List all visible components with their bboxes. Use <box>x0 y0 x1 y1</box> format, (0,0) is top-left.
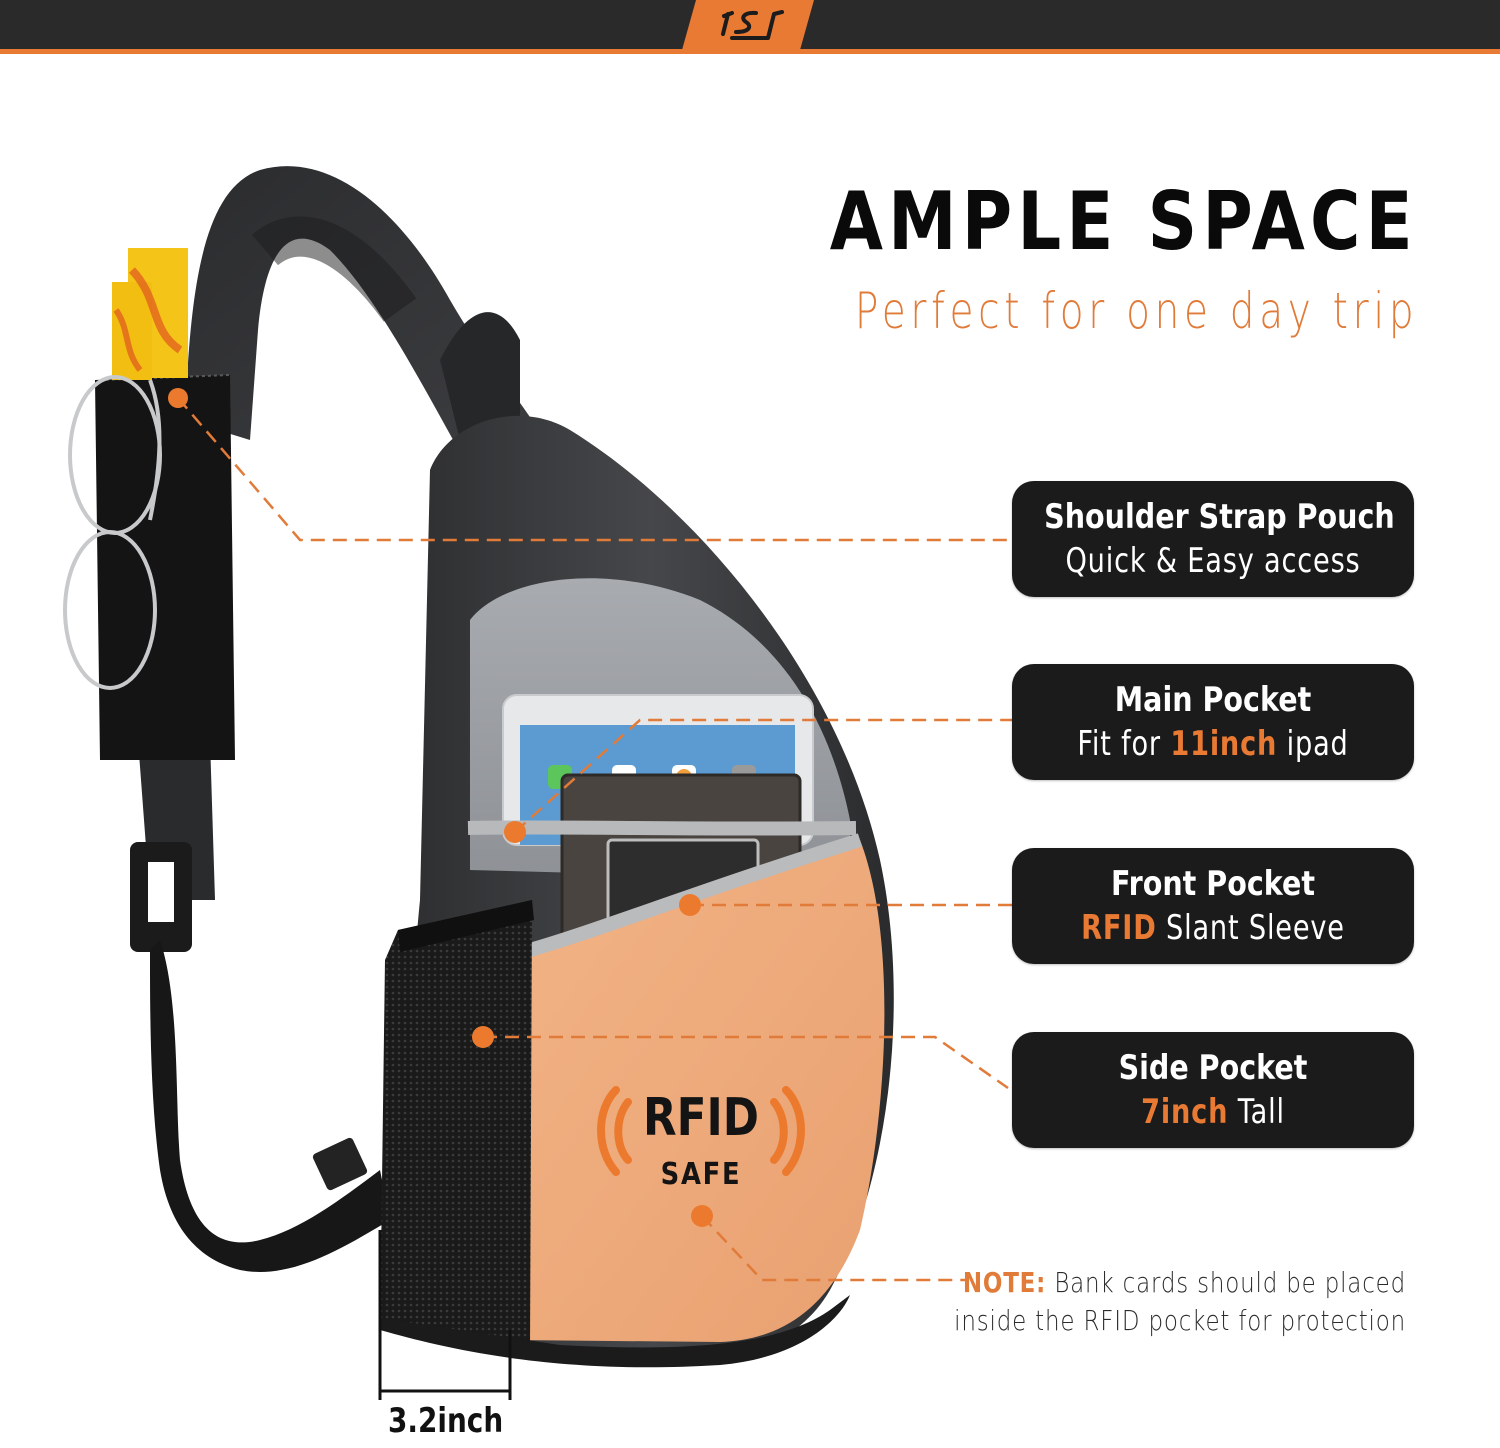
callout-subtitle-text: Tall <box>1228 1092 1285 1132</box>
callout-card-main-pocket: Main Pocket Fit for 11inch ipad <box>1012 664 1414 780</box>
leader-strap-pouch <box>177 397 1012 542</box>
callout-dot-note <box>691 1205 713 1227</box>
callout-title: Main Pocket <box>1114 680 1312 720</box>
callout-card-shoulder-strap-pouch: Shoulder Strap Pouch Quick & Easy access <box>1012 481 1414 597</box>
note-label: NOTE: <box>962 1266 1047 1299</box>
callout-subtitle: Quick & Easy access <box>1052 539 1374 583</box>
callout-subtitle: RFID Slant Sleeve <box>1052 906 1374 950</box>
callout-dot-side-pocket <box>472 1026 494 1048</box>
rfid-label: RFID <box>643 1088 759 1148</box>
callout-dot-main-pocket <box>504 821 526 843</box>
rfid-safe-badge: RFID SAFE <box>596 1086 806 1196</box>
callout-subtitle-accent: 11inch <box>1170 724 1278 764</box>
bag-body <box>380 415 894 1368</box>
side-mesh-pocket <box>380 900 532 1350</box>
glasses <box>63 375 162 690</box>
callout-subtitle-accent: RFID <box>1081 908 1157 948</box>
front-rfid-pocket <box>512 840 885 1342</box>
rfid-sublabel: SAFE <box>660 1157 742 1192</box>
callout-subtitle-accent: 7inch <box>1141 1092 1229 1132</box>
leader-main-pocket <box>514 718 1012 833</box>
callout-dots <box>168 388 713 1227</box>
callout-title: Shoulder Strap Pouch <box>1044 497 1395 537</box>
callout-card-side-pocket: Side Pocket 7inch Tall <box>1012 1032 1414 1148</box>
callout-dot-strap-pouch <box>168 388 188 408</box>
brand-logo-icon <box>682 0 814 50</box>
callout-title: Side Pocket <box>1118 1048 1308 1088</box>
page-title: AMPLE SPACE <box>829 175 1418 268</box>
callout-subtitle-text: ipad <box>1277 724 1349 764</box>
callout-dot-front-pocket <box>679 894 701 916</box>
dimension-bracket <box>378 1230 512 1400</box>
leader-side-pocket <box>483 1035 1009 1090</box>
note-text: Bank cards should be placed <box>1046 1266 1406 1299</box>
leader-lines <box>177 397 1012 1282</box>
rfid-signal-icon <box>597 1086 805 1176</box>
leader-note <box>701 1215 968 1282</box>
callout-subtitle: Fit for 11inch ipad <box>1052 722 1374 766</box>
strap-pouch <box>63 248 235 760</box>
callout-card-front-pocket: Front Pocket RFID Slant Sleeve <box>1012 848 1414 964</box>
callout-subtitle-text: Slant Sleeve <box>1156 908 1345 948</box>
callout-title: Front Pocket <box>1110 864 1316 904</box>
lower-strap <box>130 740 390 1272</box>
dimension-label: 3.2inch <box>388 1401 504 1441</box>
note-line-1: NOTE: Bank cards should be placed <box>954 1264 1406 1302</box>
rfid-note: NOTE: Bank cards should be placed inside… <box>855 1264 1406 1340</box>
header-accent-stripe <box>0 49 1500 54</box>
brand-logo <box>682 0 814 50</box>
note-line-2: inside the RFID pocket for protection <box>954 1304 1406 1337</box>
callout-subtitle: 7inch Tall <box>1052 1090 1374 1134</box>
snack-bar <box>112 282 152 380</box>
page-subtitle: Perfect for one day trip <box>854 282 1418 340</box>
callout-subtitle-text: Fit for <box>1077 724 1171 764</box>
callout-subtitle-text: Quick & Easy access <box>1065 541 1361 581</box>
